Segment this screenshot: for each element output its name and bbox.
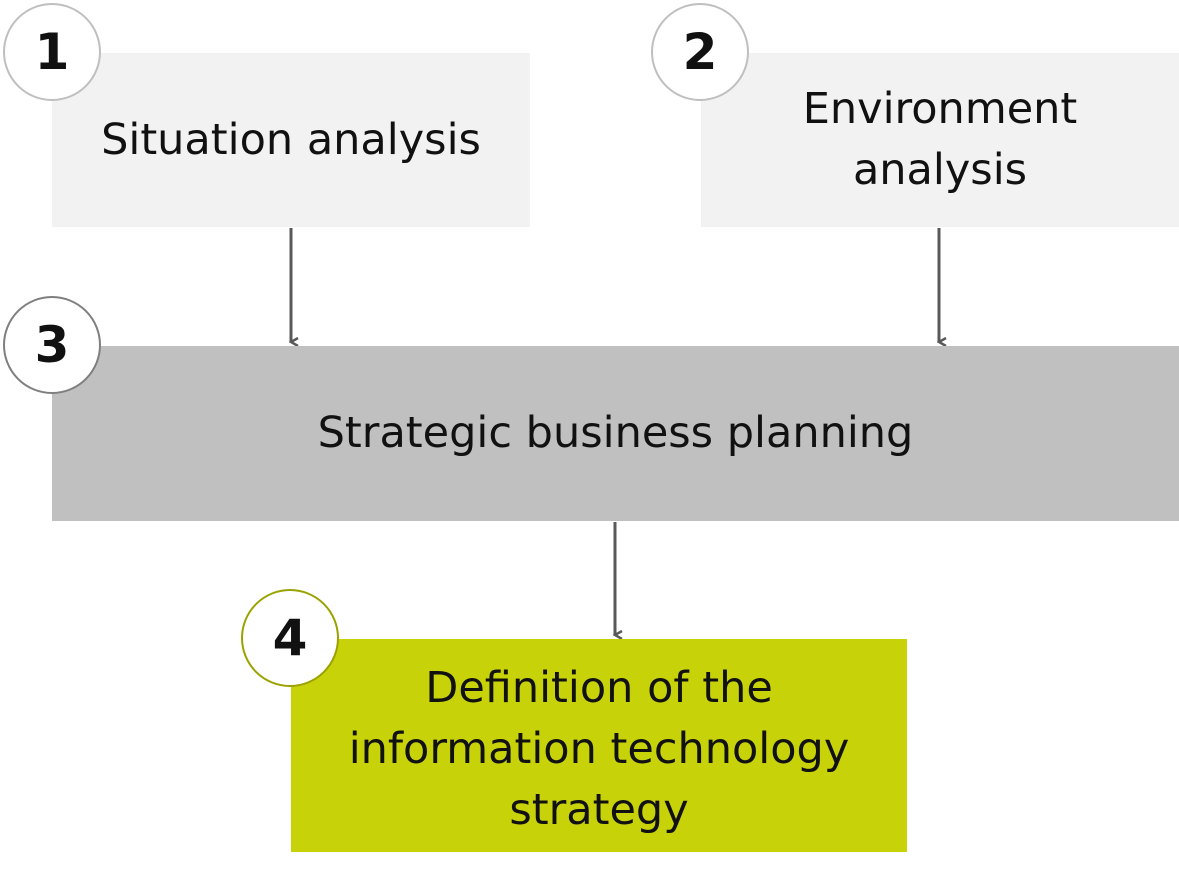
- environment-analysis-box: Environment analysis: [701, 53, 1179, 227]
- step-badge-3: 3: [3, 296, 101, 394]
- it-strategy-definition-label: Definition of the information technology…: [348, 663, 850, 835]
- environment-analysis-label: Environment analysis: [802, 84, 1078, 195]
- step-badge-1: 1: [3, 3, 101, 101]
- situation-analysis-box: Situation analysis: [52, 53, 530, 227]
- strategic-business-planning-box: Strategic business planning: [52, 346, 1179, 521]
- step-badge-4: 4: [241, 589, 339, 687]
- it-strategy-definition-box: Definition of the information technology…: [291, 639, 907, 852]
- step-badge-2: 2: [651, 3, 749, 101]
- situation-analysis-label: Situation analysis: [101, 114, 481, 165]
- strategic-business-planning-label: Strategic business planning: [317, 408, 914, 458]
